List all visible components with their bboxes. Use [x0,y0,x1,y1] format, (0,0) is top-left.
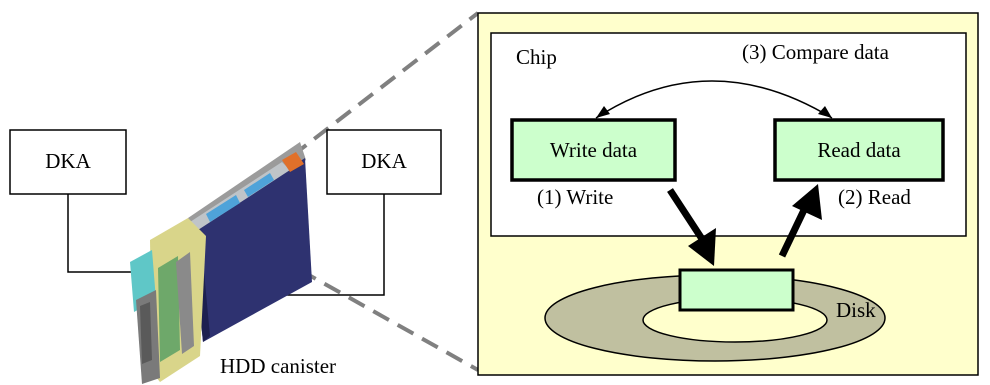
disk-label: Disk [836,298,876,322]
dka-right-connector [270,194,385,296]
compare-arrowhead-right [818,106,832,118]
chip-label: Chip [516,45,557,69]
dka-left-label: DKA [45,149,91,173]
compare-arrowhead-left [596,106,610,118]
hdd-canister-label: HDD canister [220,354,337,378]
write-arrow-shaft [667,188,707,244]
disk-data-block [678,268,795,312]
callout-line-bottom [299,268,479,372]
read-step-label: (2) Read [838,185,911,209]
hdd-canister-icon [130,142,312,384]
dka-right-label: DKA [361,149,407,173]
read-arrowhead [792,184,822,220]
read-data-label: Read data [817,138,901,162]
callout-line-top [290,11,480,158]
compare-arrow [595,80,833,119]
compare-label: (3) Compare data [742,40,889,64]
read-data-box [773,118,945,182]
dka-right-box [326,129,442,195]
write-step-label: (1) Write [537,185,614,209]
write-arrowhead [688,228,716,266]
write-data-label: Write data [549,138,638,162]
read-arrow-shaft [778,208,808,258]
write-data-box [510,118,677,182]
dka-left-box [9,129,127,195]
